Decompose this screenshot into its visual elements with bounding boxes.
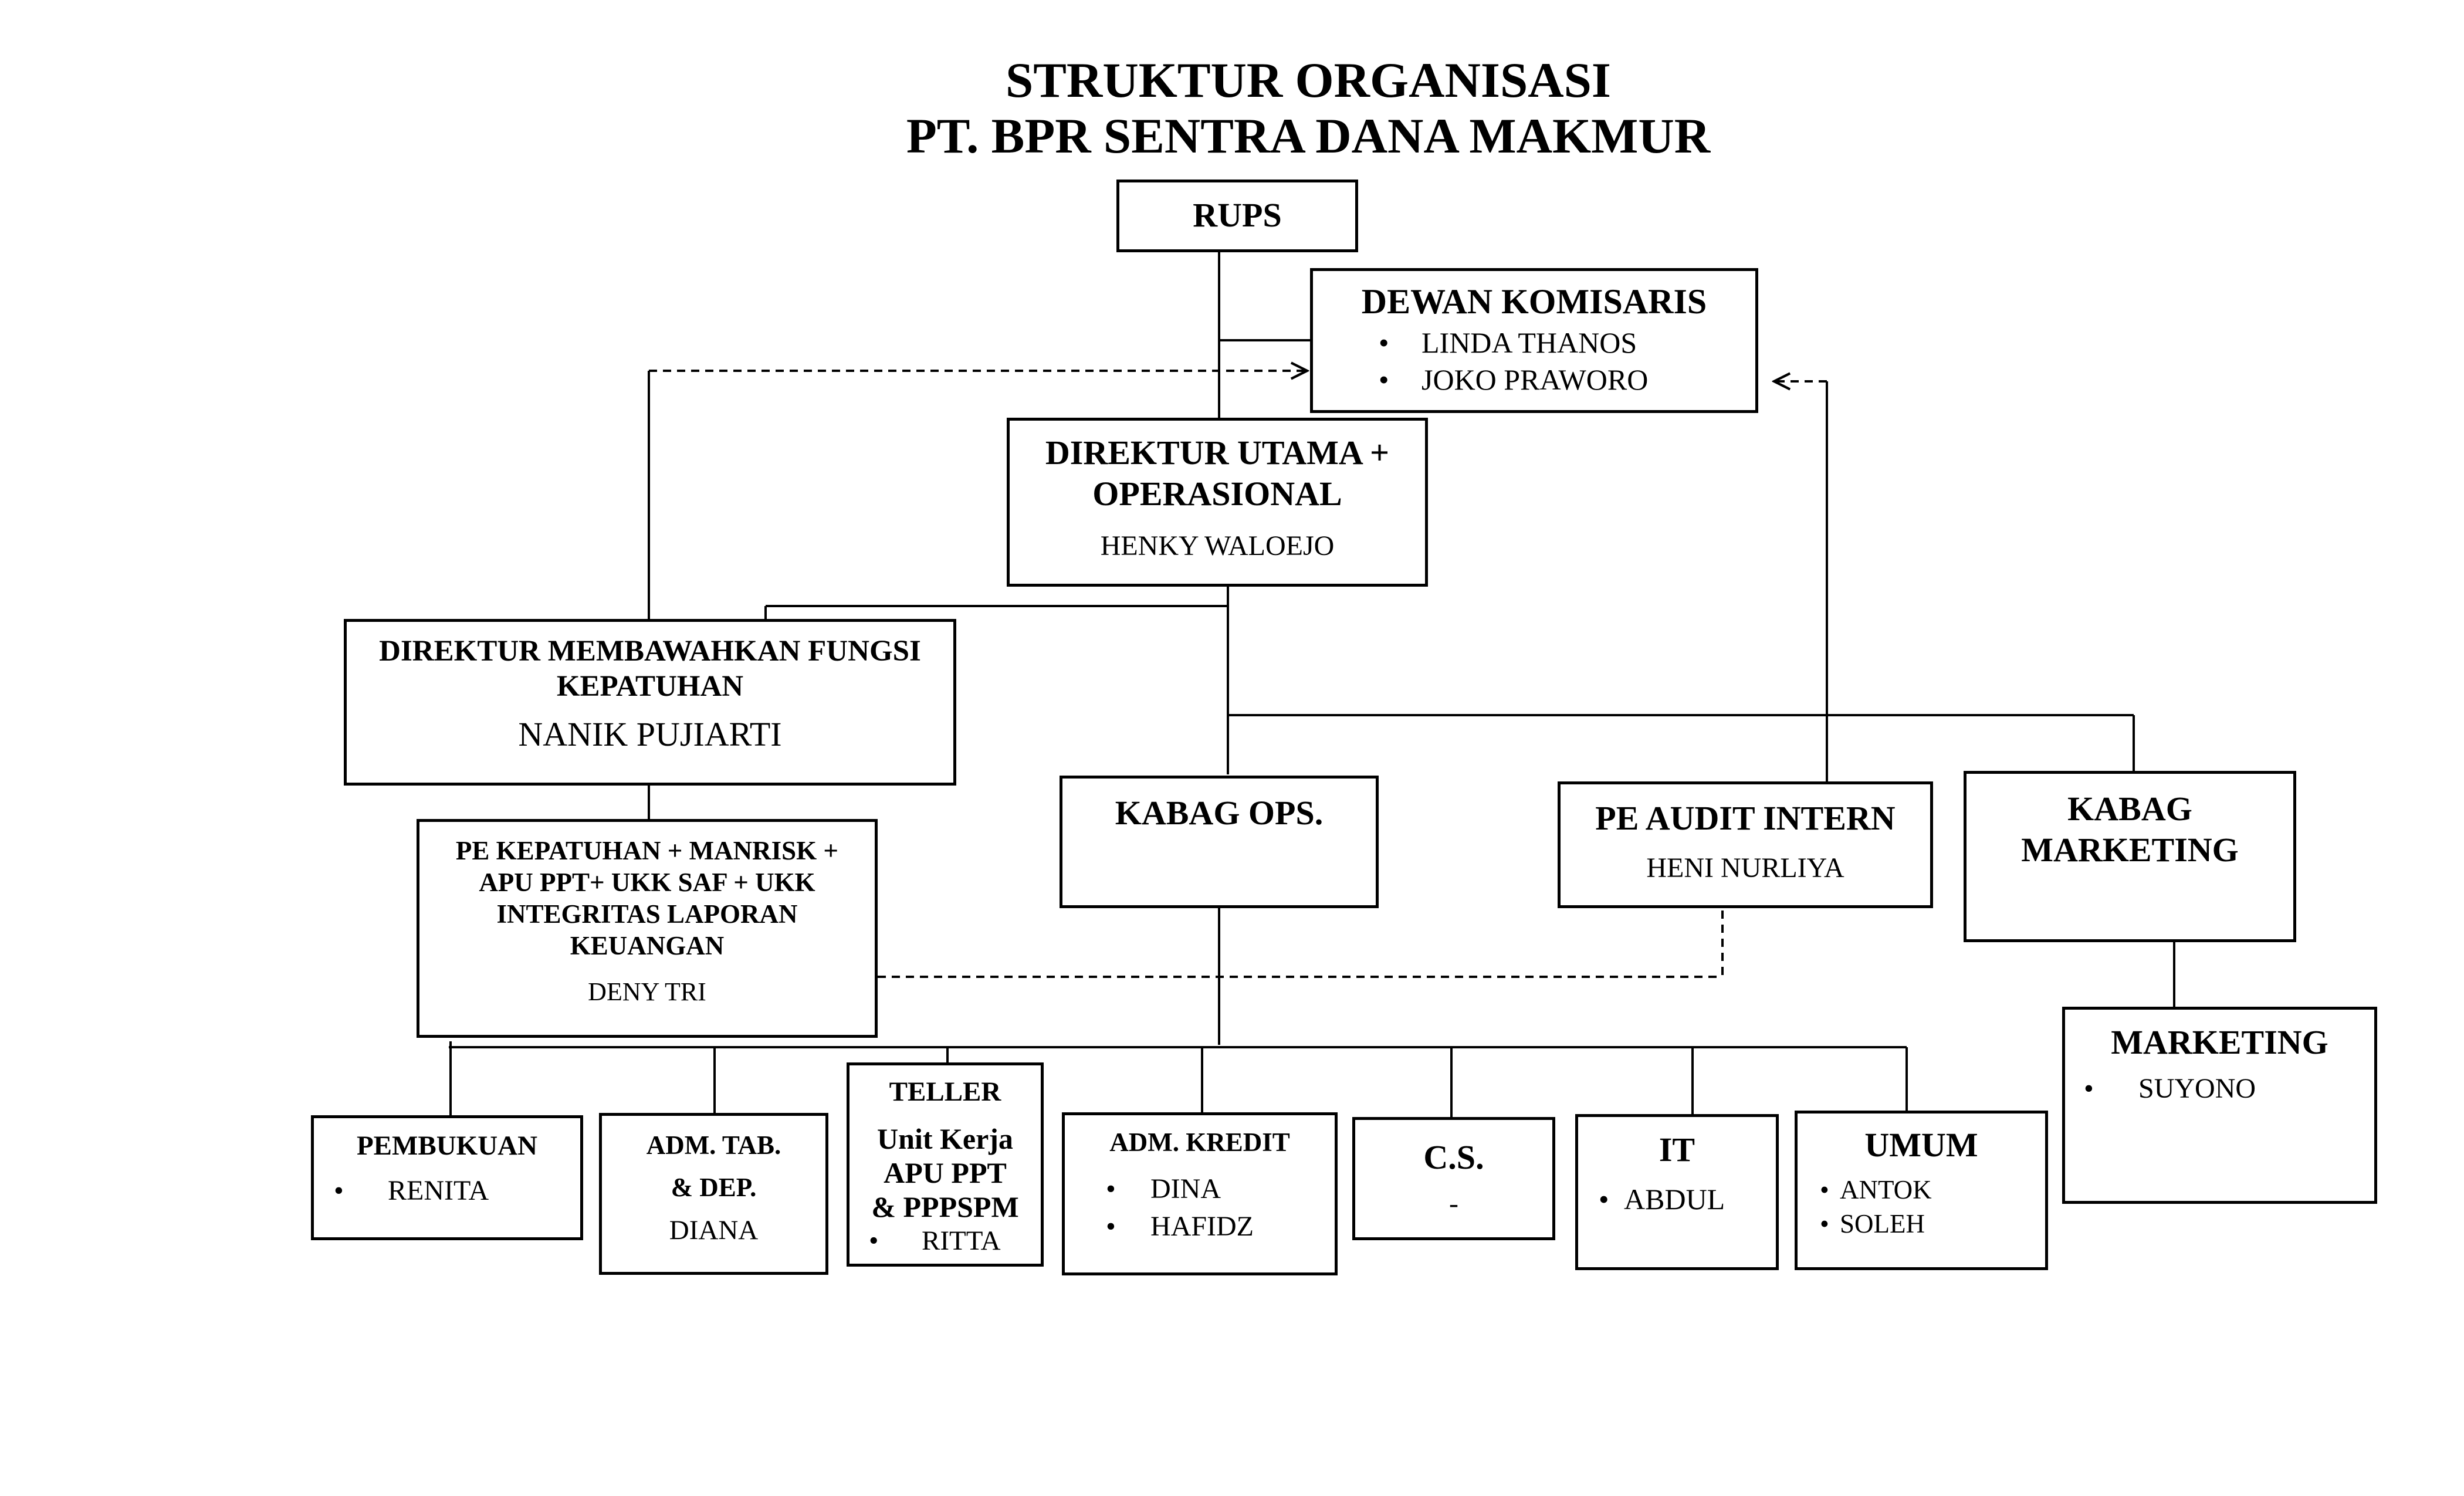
pe-kepatuhan-name: DENY TRI (588, 977, 706, 1006)
label-line: DIREKTUR MEMBAWAHKAN FUNGSI (379, 635, 921, 668)
kabag-marketing-label: KABAG MARKETING (1967, 788, 2293, 871)
dewan-komisaris-box: DEWAN KOMISARIS LINDA THANOS JOKO PRAWOR… (1310, 268, 1758, 413)
label-line: DIREKTUR UTAMA + (1045, 434, 1390, 472)
label-line: MARKETING (2021, 831, 2239, 869)
label-line: APU PPT (884, 1156, 1007, 1189)
it-members: ABDUL (1599, 1182, 1776, 1216)
teller-sub-label: Unit Kerja APU PPT & PPPSPM (849, 1122, 1041, 1224)
marketing-box: MARKETING SUYONO (2062, 1007, 2377, 1204)
label-line: ADM. TAB. (646, 1131, 781, 1160)
chart-title-line2: PT. BPR SENTRA DANA MAKMUR (906, 109, 1711, 164)
member-item: ANTOK (1820, 1173, 2045, 1207)
adm-tab-name: DIANA (669, 1215, 759, 1245)
direktur-utama-name: HENKY WALOEJO (1100, 530, 1335, 561)
pe-audit-intern-label: PE AUDIT INTERN (1595, 799, 1896, 837)
rups-label: RUPS (1193, 196, 1282, 234)
label-line: INTEGRITAS LAPORAN (496, 899, 798, 929)
member-item: LINDA THANOS (1379, 324, 1755, 361)
member-item: SOLEH (1820, 1207, 2045, 1241)
direktur-kepatuhan-label: DIREKTUR MEMBAWAHKAN FUNGSI KEPATUHAN (347, 634, 953, 704)
adm-kredit-label: ADM. KREDIT (1109, 1128, 1290, 1157)
kabag-marketing-box: KABAG MARKETING (1964, 771, 2296, 942)
umum-box: UMUM ANTOK SOLEH (1795, 1111, 2048, 1270)
it-label: IT (1659, 1131, 1695, 1169)
cs-name: - (1449, 1188, 1458, 1219)
label-line: KEUANGAN (570, 931, 725, 960)
dewan-komisaris-label: DEWAN KOMISARIS (1361, 282, 1707, 321)
chart-title-line1: STRUKTUR ORGANISASI (1005, 53, 1612, 108)
marketing-members: SUYONO (2084, 1072, 2374, 1105)
teller-box: TELLER Unit Kerja APU PPT & PPPSPM RITTA (847, 1062, 1044, 1267)
kabag-ops-box: KABAG OPS. (1060, 776, 1379, 908)
pe-kepatuhan-label: PE KEPATUHAN + MANRISK + APU PPT+ UKK SA… (419, 835, 875, 962)
adm-tab-label: ADM. TAB. & DEP. (602, 1124, 825, 1209)
member-item: DINA (1106, 1170, 1335, 1208)
member-item: JOKO PRAWORO (1379, 361, 1755, 398)
rups-box: RUPS (1116, 180, 1358, 252)
cs-box: C.S. - (1352, 1117, 1555, 1240)
adm-tab-box: ADM. TAB. & DEP. DIANA (599, 1113, 828, 1275)
member-item: HAFIDZ (1106, 1208, 1335, 1245)
pe-kepatuhan-box: PE KEPATUHAN + MANRISK + APU PPT+ UKK SA… (417, 819, 878, 1038)
dewan-komisaris-members: LINDA THANOS JOKO PRAWORO (1379, 324, 1755, 398)
label-line: & PPPSPM (871, 1190, 1019, 1223)
adm-kredit-members: DINA HAFIDZ (1106, 1170, 1335, 1245)
pembukuan-members: RENITA (334, 1175, 580, 1207)
label-line: KABAG (2067, 790, 2192, 828)
direktur-kepatuhan-name: NANIK PUJIARTI (518, 715, 782, 753)
label-line: KEPATUHAN (556, 670, 744, 703)
member-item: RENITA (334, 1175, 580, 1207)
umum-members: ANTOK SOLEH (1820, 1173, 2045, 1241)
teller-members: RITTA (869, 1225, 1041, 1257)
teller-label: TELLER (889, 1077, 1001, 1107)
pe-audit-intern-box: PE AUDIT INTERN HENI NURLIYA (1558, 781, 1933, 908)
adm-kredit-box: ADM. KREDIT DINA HAFIDZ (1062, 1112, 1338, 1275)
label-line: PE KEPATUHAN + MANRISK + (455, 836, 839, 865)
label-line: APU PPT+ UKK SAF + UKK (479, 868, 815, 897)
label-line: OPERASIONAL (1092, 475, 1342, 513)
label-line: Unit Kerja (877, 1122, 1013, 1155)
umum-label: UMUM (1864, 1126, 1978, 1164)
kabag-ops-label: KABAG OPS. (1115, 794, 1324, 832)
pembukuan-box: PEMBUKUAN RENITA (311, 1115, 583, 1240)
direktur-kepatuhan-box: DIREKTUR MEMBAWAHKAN FUNGSI KEPATUHAN NA… (344, 619, 956, 786)
label-line: & DEP. (671, 1173, 757, 1202)
marketing-label: MARKETING (2111, 1023, 2328, 1061)
member-item: ABDUL (1599, 1182, 1776, 1216)
member-item: SUYONO (2084, 1072, 2374, 1105)
pe-audit-intern-name: HENI NURLIYA (1646, 852, 1844, 884)
member-item: RITTA (869, 1225, 1041, 1257)
pembukuan-label: PEMBUKUAN (356, 1131, 538, 1161)
it-box: IT ABDUL (1575, 1114, 1779, 1270)
cs-label: C.S. (1423, 1138, 1484, 1176)
direktur-utama-box: DIREKTUR UTAMA + OPERASIONAL HENKY WALOE… (1007, 418, 1428, 587)
direktur-utama-label: DIREKTUR UTAMA + OPERASIONAL (1010, 432, 1425, 515)
